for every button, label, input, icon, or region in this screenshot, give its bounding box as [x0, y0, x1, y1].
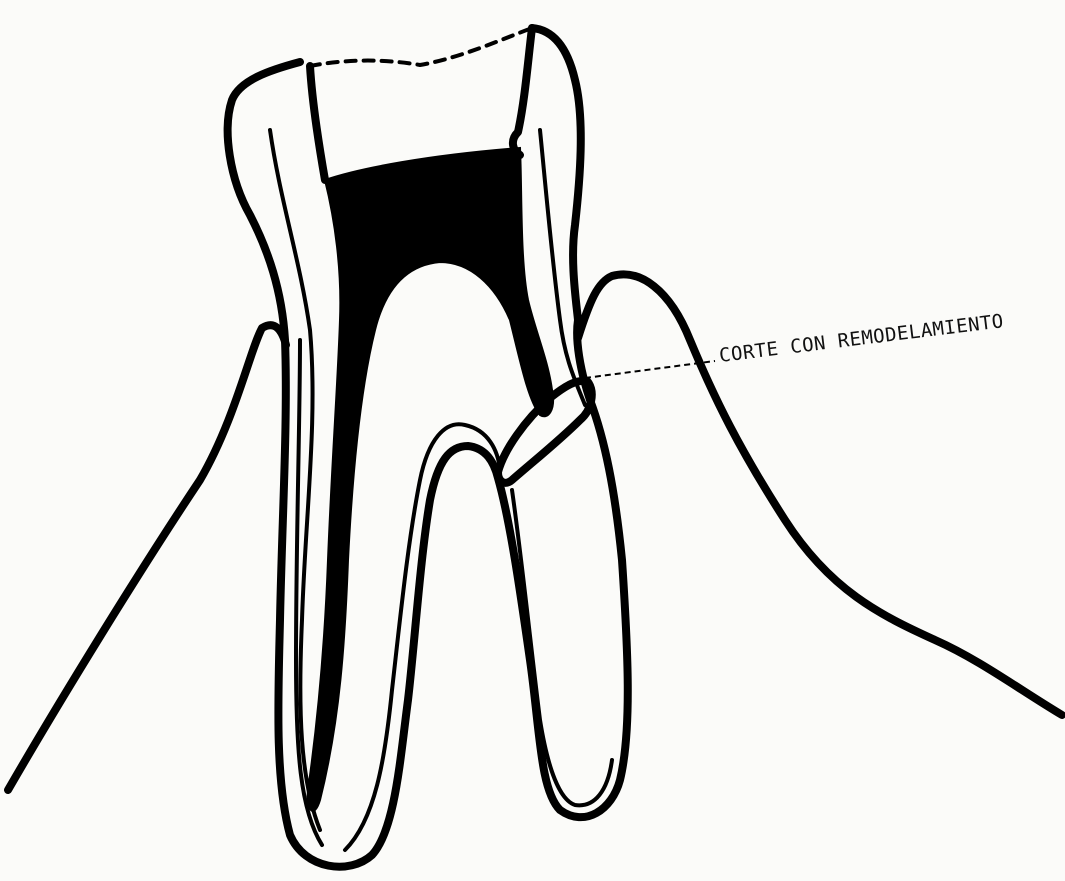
occlusal-edge — [310, 28, 532, 66]
crown-left-wall — [310, 66, 325, 180]
bone-contour-left — [8, 325, 286, 790]
annotation-leader-line — [585, 361, 715, 378]
interradicular-contour — [345, 424, 500, 850]
annotation-label: CORTE CON REMODELAMIENTO — [718, 310, 1005, 367]
crown-right-wall — [513, 28, 532, 155]
tooth-outline — [228, 28, 628, 867]
